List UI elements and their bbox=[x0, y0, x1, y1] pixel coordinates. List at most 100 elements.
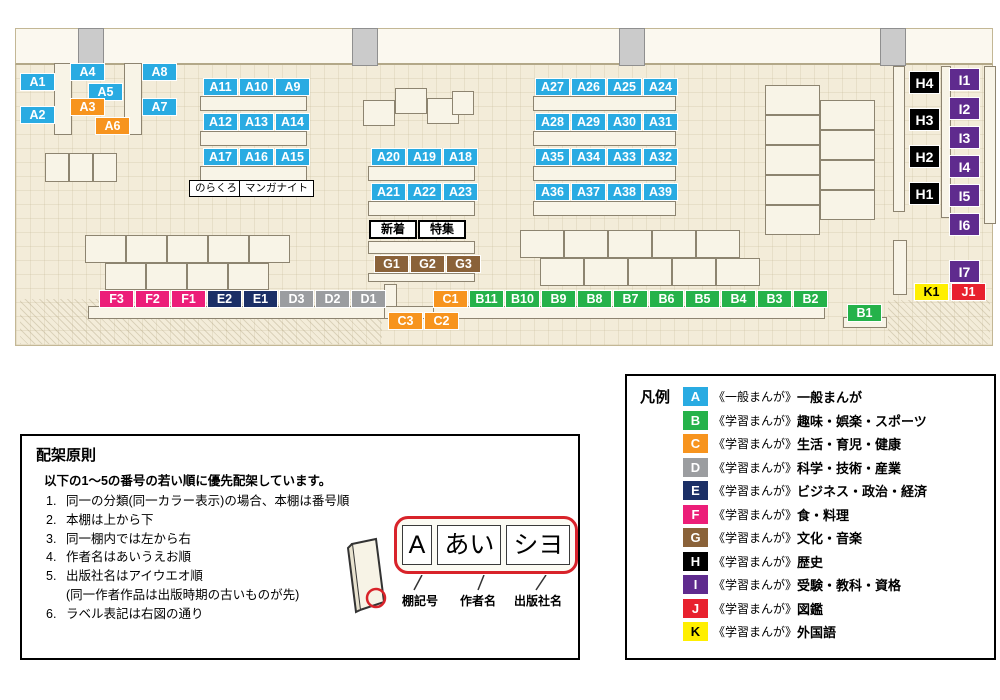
shelf bbox=[249, 235, 290, 263]
shelf bbox=[628, 258, 672, 286]
shelf-label-D1: D1 bbox=[351, 290, 386, 308]
legend-category-prefix: 《学習まんが》 bbox=[713, 484, 798, 499]
shelf bbox=[533, 131, 676, 146]
shelf-label-I6: I6 bbox=[949, 213, 980, 236]
shelf bbox=[820, 160, 875, 190]
shelf bbox=[368, 241, 475, 254]
legend-swatch-J: J bbox=[683, 598, 708, 618]
shelf bbox=[368, 273, 475, 282]
shelf bbox=[368, 201, 475, 216]
shelf-label-G1: G1 bbox=[374, 255, 409, 273]
legend-category-label: 生活・育児・健康 bbox=[797, 437, 902, 453]
shelf bbox=[765, 85, 820, 115]
shelf-label-A16: A16 bbox=[239, 148, 274, 166]
shelf-label-A3: A3 bbox=[70, 98, 105, 116]
shelf-label-F2: F2 bbox=[135, 290, 170, 308]
pillar bbox=[78, 28, 104, 66]
shelf bbox=[893, 240, 907, 295]
legend-row-G: G《学習まんが》文化・音楽 bbox=[683, 526, 927, 550]
shelf-label-A33: A33 bbox=[607, 148, 642, 166]
shelf-label-A23: A23 bbox=[443, 183, 478, 201]
shelf-label-B9: B9 bbox=[541, 290, 576, 308]
legend-category-label: 食・料理 bbox=[797, 507, 850, 523]
shelf-label-B5: B5 bbox=[685, 290, 720, 308]
pillar bbox=[880, 28, 906, 66]
shelf-label-B1: B1 bbox=[847, 304, 882, 322]
shelf-label-C3: C3 bbox=[388, 312, 423, 330]
shelf bbox=[200, 131, 307, 146]
shelf-label-A32: A32 bbox=[643, 148, 678, 166]
shelf bbox=[893, 66, 905, 212]
legend-swatch-D: D bbox=[683, 457, 708, 477]
legend-swatch-F: F bbox=[683, 504, 708, 524]
legend-category-prefix: 《学習まんが》 bbox=[713, 554, 798, 569]
shelf-label-A29: A29 bbox=[571, 113, 606, 131]
shelf-label-A9: A9 bbox=[275, 78, 310, 96]
legend-row-H: H《学習まんが》歴史 bbox=[683, 550, 927, 574]
shelf-label-A8: A8 bbox=[142, 63, 177, 81]
legend-row-F: F《学習まんが》食・料理 bbox=[683, 503, 927, 527]
shelf-label-H1: H1 bbox=[909, 182, 940, 205]
shelf-label-F1: F1 bbox=[171, 290, 206, 308]
shelf bbox=[368, 166, 475, 181]
map-text-label: マンガナイト bbox=[239, 180, 314, 197]
legend-row-D: D《学習まんが》科学・技術・産業 bbox=[683, 456, 927, 480]
shelf bbox=[395, 88, 427, 114]
shelf bbox=[765, 175, 820, 205]
legend-swatch-I: I bbox=[683, 575, 708, 595]
label-example-box-2: あい bbox=[437, 525, 502, 565]
label-example-box-1: A bbox=[401, 525, 433, 565]
book-icon bbox=[338, 536, 392, 620]
pillar bbox=[619, 28, 645, 66]
shelf-label-H4: H4 bbox=[909, 71, 940, 94]
principle-item-3: 同一棚内では左から右 bbox=[46, 530, 192, 549]
shelf-label-A18: A18 bbox=[443, 148, 478, 166]
shelf bbox=[584, 258, 628, 286]
shelf-label-H3: H3 bbox=[909, 108, 940, 131]
shelf-label-A30: A30 bbox=[607, 113, 642, 131]
legend-swatch-A: A bbox=[683, 387, 708, 407]
shelf bbox=[146, 263, 187, 290]
shelf-label-A7: A7 bbox=[142, 98, 177, 116]
shelving-principles-panel: 配架原則 以下の1〜5の番号の若い順に優先配架しています。 同一の分類(同一カラ… bbox=[20, 434, 580, 660]
principle-item-5: 出版社名はアイウエオ順 (同一作者作品は出版時期の古いものが先) bbox=[46, 567, 300, 602]
shelf-label-B3: B3 bbox=[757, 290, 792, 308]
legend-category-prefix: 《学習まんが》 bbox=[713, 531, 798, 546]
shelf-label-I5: I5 bbox=[949, 184, 980, 207]
legend-swatch-C: C bbox=[683, 434, 708, 454]
map-text-label: のらくろ bbox=[189, 180, 243, 197]
shelf-label-A19: A19 bbox=[407, 148, 442, 166]
shelf-label-A21: A21 bbox=[371, 183, 406, 201]
shelf-label-A39: A39 bbox=[643, 183, 678, 201]
shelf-label-I3: I3 bbox=[949, 126, 980, 149]
shelf-label-B8: B8 bbox=[577, 290, 612, 308]
shelf-label-C2: C2 bbox=[424, 312, 459, 330]
shelf-label-F3: F3 bbox=[99, 290, 134, 308]
label-example-box-3: シヨ bbox=[506, 525, 571, 565]
legend-category-prefix: 《学習まんが》 bbox=[713, 578, 798, 593]
shelf-label-I1: I1 bbox=[949, 68, 980, 91]
legend-row-I: I《学習まんが》受験・教科・資格 bbox=[683, 573, 927, 597]
legend-category-label: 歴史 bbox=[797, 554, 824, 570]
shelf-label-J1: J1 bbox=[951, 283, 986, 301]
floor-hatch-area bbox=[888, 300, 990, 344]
shelf bbox=[984, 66, 996, 224]
legend-category-label: 一般まんが bbox=[797, 390, 863, 406]
shelf-label-A25: A25 bbox=[607, 78, 642, 96]
shelf bbox=[765, 115, 820, 145]
shelf-label-A4: A4 bbox=[70, 63, 105, 81]
shelf-label-G2: G2 bbox=[410, 255, 445, 273]
shelf-label-A35: A35 bbox=[535, 148, 570, 166]
legend-row-A: A《一般まんが》一般まんが bbox=[683, 385, 927, 409]
legend-category-prefix: 《学習まんが》 bbox=[713, 460, 798, 475]
shelf bbox=[540, 258, 584, 286]
shelf-label-B2: B2 bbox=[793, 290, 828, 308]
shelf bbox=[208, 235, 249, 263]
shelf bbox=[187, 263, 228, 290]
label-example-caption-3: 出版社名 bbox=[514, 594, 563, 608]
shelf bbox=[200, 166, 307, 181]
map-text-label: 新着 bbox=[369, 220, 417, 239]
principle-item-6: ラベル表記は右図の通り bbox=[46, 605, 204, 624]
principle-item-4: 作者名はあいうえお順 bbox=[46, 548, 192, 567]
shelf-label-A14: A14 bbox=[275, 113, 310, 131]
